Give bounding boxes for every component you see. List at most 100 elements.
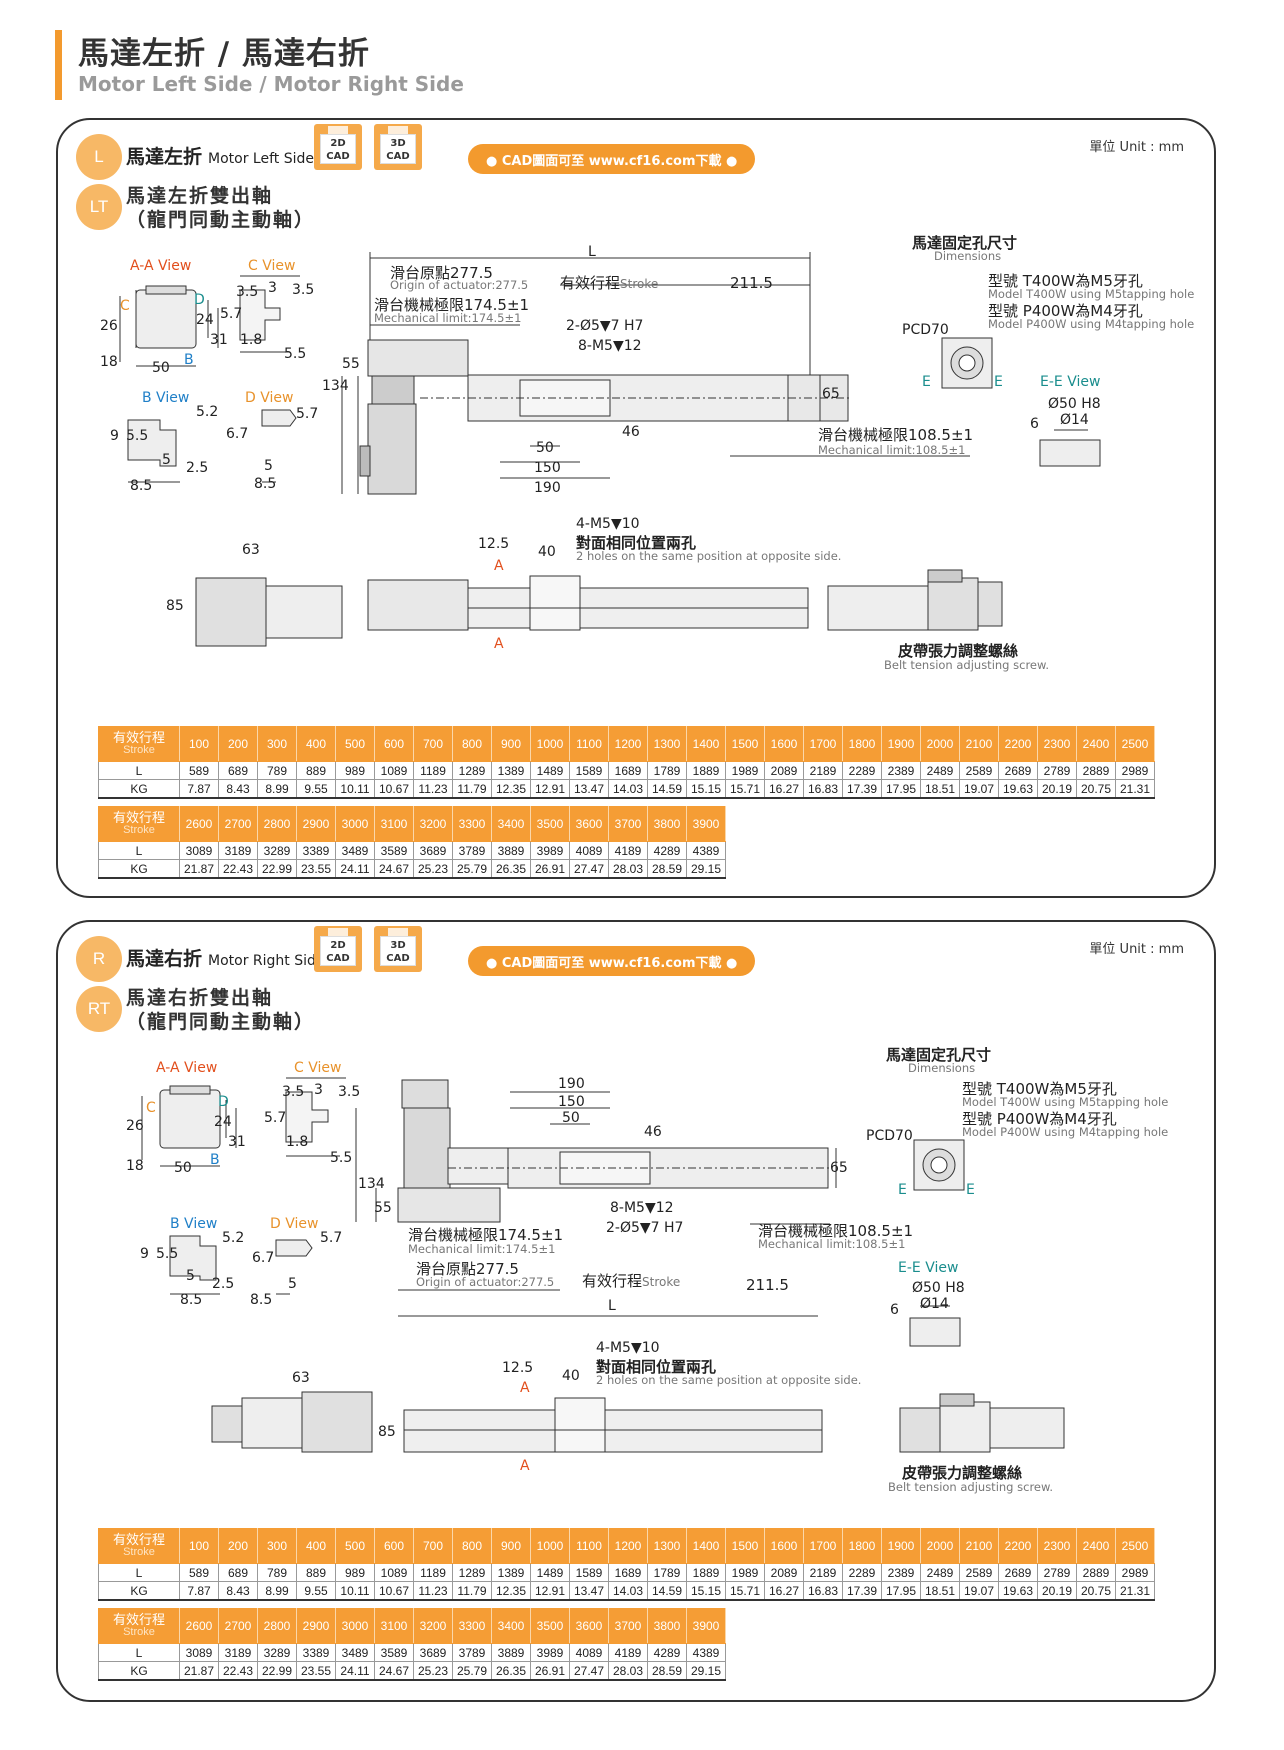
t400-en-r: Model T400W using M5tapping hole xyxy=(962,1095,1169,1109)
stroke-value: 400 xyxy=(296,726,336,762)
stroke-value: 2900 xyxy=(296,806,336,842)
table-cell: 1889 xyxy=(686,761,726,780)
table-cell: 989 xyxy=(335,761,375,780)
table-cell: 28.03 xyxy=(608,1661,648,1681)
stroke-value: 800 xyxy=(452,726,492,762)
ee-view-section xyxy=(1039,439,1101,467)
table-cell: 2589 xyxy=(959,761,999,780)
belt-screw-cn: 皮帶張力調整螺絲 xyxy=(898,642,1019,660)
table-cell: 15.15 xyxy=(686,779,726,799)
dim-c-5-5-r: 5.5 xyxy=(330,1150,353,1166)
table-cell: 1589 xyxy=(569,761,609,780)
table-cell: 25.23 xyxy=(413,859,453,879)
aa-view-label: A-A View xyxy=(130,258,192,274)
stroke-value: 1000 xyxy=(530,726,570,762)
table-cell: 1889 xyxy=(686,1563,726,1582)
stroke-value: 3500 xyxy=(530,1608,570,1644)
stroke-value: 3300 xyxy=(452,806,492,842)
table-cell: 8.99 xyxy=(257,779,297,799)
table-cell: 3689 xyxy=(413,841,453,860)
table-cell: 3589 xyxy=(374,1643,414,1662)
table-cell: 20.75 xyxy=(1076,779,1116,799)
dim-d-5-7: 5.7 xyxy=(296,406,319,422)
aa-view-profile xyxy=(135,289,197,349)
dim-46: 46 xyxy=(622,424,640,440)
e-marker-right: E xyxy=(994,374,1003,390)
dim-134: 134 xyxy=(322,378,349,394)
table-cell: 3489 xyxy=(335,1643,375,1662)
table-cell: 13.47 xyxy=(569,779,609,799)
stroke-value: 1800 xyxy=(842,1528,882,1564)
table-cell: 12.35 xyxy=(491,779,531,799)
stroke-value: 2000 xyxy=(920,1528,960,1564)
table-cell: 26.35 xyxy=(491,1661,531,1681)
stroke-value: 1800 xyxy=(842,726,882,762)
table-cell: 4189 xyxy=(608,841,648,860)
e-marker-left-r: E xyxy=(898,1182,907,1198)
origin-label-en: Origin of actuator:277.5 xyxy=(390,278,529,292)
stroke-value: 1200 xyxy=(608,1528,648,1564)
stroke-value: 2400 xyxy=(1076,726,1116,762)
dim-b-2-5-r: 2.5 xyxy=(212,1276,235,1292)
table-cell: 1589 xyxy=(569,1563,609,1582)
b-view-label-r: B View xyxy=(170,1216,218,1232)
table-cell: 10.67 xyxy=(374,1581,414,1601)
row-label: KG xyxy=(98,859,180,879)
stroke-value: 2200 xyxy=(998,726,1038,762)
stroke-value: 1700 xyxy=(803,1528,843,1564)
cad-download-link[interactable]: ● CAD圖面可至 www.cf16.com下載 ● xyxy=(468,144,756,174)
belt-screw-en: Belt tension adjusting screw. xyxy=(884,658,1050,672)
cad-download-link[interactable]: ● CAD圖面可至 www.cf16.com下載 ● xyxy=(468,946,756,976)
dim-63-r: 63 xyxy=(292,1370,310,1386)
dim-d-8-5-r: 8.5 xyxy=(250,1292,273,1308)
page-title: 馬達左折 / 馬達右折 xyxy=(78,36,370,72)
stroke-value: 1900 xyxy=(881,726,921,762)
section-subtitle: 馬達右折雙出軸（龍門同動主動軸） xyxy=(126,987,316,1033)
dim-c-5-7-r: 5.7 xyxy=(264,1110,287,1126)
d-marker: D xyxy=(194,292,205,308)
dim-190-r: 190 xyxy=(558,1076,585,1092)
stroke-value: 2300 xyxy=(1037,1528,1077,1564)
dim-c-3-5b-r: 3.5 xyxy=(338,1084,361,1100)
dim-c-3-r: 3 xyxy=(314,1082,323,1098)
dim-40-r: 40 xyxy=(562,1368,580,1384)
stroke-value: 3100 xyxy=(374,806,414,842)
e-marker-left: E xyxy=(922,374,931,390)
dim-aa-24-r: 24 xyxy=(214,1114,232,1130)
stroke-value: 3900 xyxy=(686,806,726,842)
table-cell: 12.91 xyxy=(530,779,570,799)
table-cell: 3689 xyxy=(413,1643,453,1662)
stroke-value: 2600 xyxy=(179,1608,219,1644)
dim-b-5-2-r: 5.2 xyxy=(222,1230,245,1246)
table-cell: 14.03 xyxy=(608,779,648,799)
stroke-value: 3700 xyxy=(608,1608,648,1644)
table-cell: 3089 xyxy=(179,841,219,860)
stroke-value: 500 xyxy=(335,726,375,762)
table-cell: 9.55 xyxy=(296,1581,336,1601)
c-marker-r: C xyxy=(146,1100,156,1116)
dim-211-5-r: 211.5 xyxy=(746,1276,789,1294)
unit-label: 單位 Unit : mm xyxy=(1089,942,1184,957)
t400-en: Model T400W using M5tapping hole xyxy=(988,287,1195,301)
m5-hole-label-r: 4-M5▼10 xyxy=(596,1340,660,1356)
dim-40: 40 xyxy=(538,544,556,560)
table-cell: 17.95 xyxy=(881,1581,921,1601)
stroke-value: 200 xyxy=(218,726,258,762)
mech-limit-en: Mechanical limit:174.5±1 xyxy=(374,311,522,325)
table-cell: 1189 xyxy=(413,1563,453,1582)
table-cell: 21.31 xyxy=(1115,779,1155,799)
stroke-value: 800 xyxy=(452,1528,492,1564)
stroke-value: 2300 xyxy=(1037,726,1077,762)
dim-85: 85 xyxy=(166,598,184,614)
dim-12-5-r: 12.5 xyxy=(502,1360,534,1376)
section-badge-2: LT xyxy=(76,184,122,230)
